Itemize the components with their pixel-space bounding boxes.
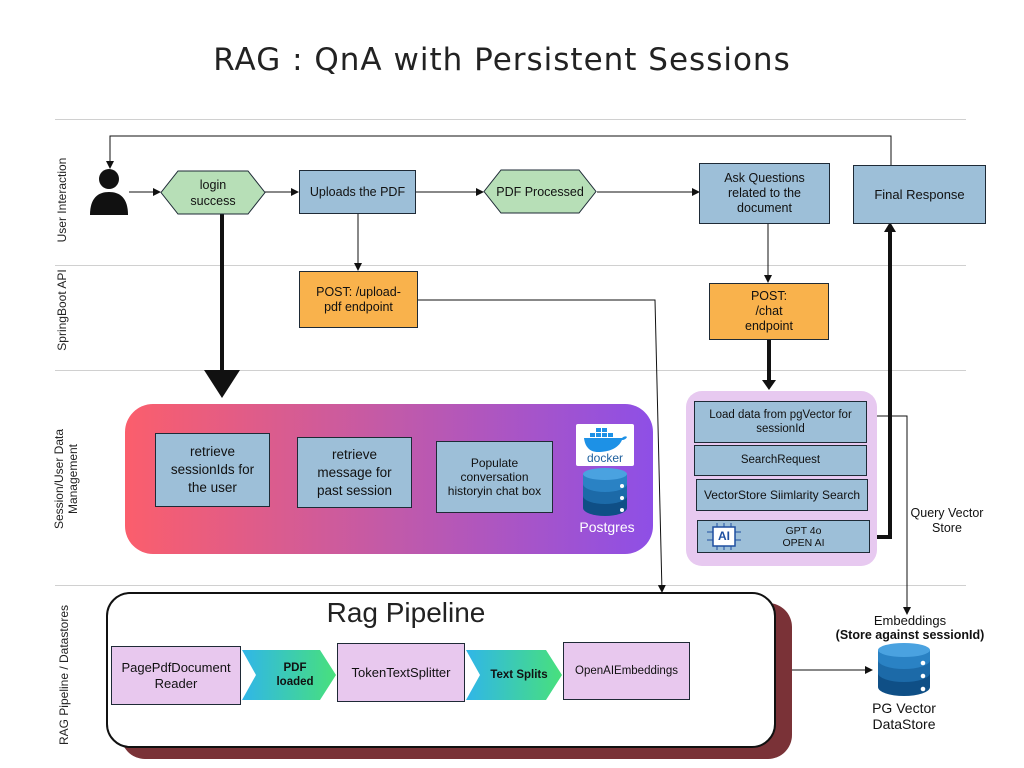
lane-divider — [55, 265, 966, 266]
retrieve-session-ids-label: retrieve sessionIds for the user — [170, 444, 255, 495]
retrieve-messages-node: retrieve message for past session — [297, 437, 412, 508]
upload-endpoint-node: POST: /upload-pdf endpoint — [299, 271, 418, 328]
text-splits-label: Text Splits — [490, 669, 548, 681]
final-response-label: Final Response — [874, 187, 965, 202]
pdf-loaded-arrow: PDF loaded — [242, 650, 336, 700]
load-data-label: Load data from pgVector for sessionId — [709, 409, 852, 435]
upload-pdf-node: Uploads the PDF — [299, 170, 416, 214]
embeddings-title: Embeddings — [873, 613, 947, 628]
login-success-node: login success — [160, 170, 266, 215]
similarity-search-node: VectorStore Siimlarity Search — [696, 479, 868, 511]
ai-badge-label: AI — [718, 529, 730, 543]
similarity-search-label: VectorStore Siimlarity Search — [703, 487, 861, 502]
token-splitter-node: TokenTextSplitter — [337, 643, 465, 702]
rag-pipeline-title: Rag Pipeline — [326, 597, 486, 628]
embeddings-subtitle: (Store against sessionId) — [835, 628, 985, 642]
docker-whale-icon — [584, 428, 627, 452]
postgres-db-icon — [583, 468, 627, 516]
docker-logo: docker — [576, 424, 634, 466]
text-splits-arrow: Text Splits — [466, 650, 562, 700]
pdf-reader-label: PagePdfDocument Reader — [121, 659, 231, 691]
gpt-model-label: GPT 4o — [785, 524, 822, 537]
chat-endpoint-label: POST: /chat endpoint — [745, 289, 793, 333]
embeddings-label: Embeddings (Store against sessionId) — [812, 613, 1008, 643]
pdf-reader-node: PagePdfDocument Reader — [111, 646, 241, 705]
load-data-node: Load data from pgVector for sessionId — [694, 401, 867, 443]
chat-endpoint-node: POST: /chat endpoint — [709, 283, 829, 340]
pdf-processed-label: PDF Processed — [496, 184, 584, 199]
lane-divider — [55, 119, 966, 120]
retrieve-messages-label: retrieve message for past session — [316, 446, 393, 498]
gpt-provider-label: OPEN AI — [782, 536, 825, 549]
search-request-node: SearchRequest — [694, 445, 867, 476]
openai-embeddings-label: OpenAIEmbeddings — [575, 664, 678, 677]
populate-history-label: Populate conversation historyin chat box — [447, 456, 542, 498]
ai-chip-icon: AI — [707, 523, 741, 550]
populate-history-node: Populate conversation historyin chat box — [436, 441, 553, 513]
pg-vector-db-icon — [878, 643, 930, 696]
upload-endpoint-label: POST: /upload-pdf endpoint — [316, 284, 401, 314]
pg-vector-label: PG Vector DataStore — [872, 700, 936, 732]
pdf-processed-node: PDF Processed — [483, 169, 597, 214]
search-request-label: SearchRequest — [740, 454, 821, 466]
lane-divider — [55, 585, 966, 586]
token-splitter-label: TokenTextSplitter — [351, 665, 451, 680]
user-icon — [90, 169, 128, 215]
postgres-label: Postgres — [579, 519, 635, 535]
upload-pdf-label: Uploads the PDF — [309, 184, 406, 199]
login-success-label: login success — [190, 177, 236, 208]
openai-embeddings-node: OpenAIEmbeddings — [563, 642, 690, 700]
ask-questions-label: Ask Questions related to the document — [724, 171, 805, 215]
docker-label: docker — [586, 451, 624, 465]
final-response-node: Final Response — [853, 165, 986, 224]
ai-chip-outline-icon — [707, 523, 741, 550]
lane-divider — [55, 370, 966, 371]
ask-questions-node: Ask Questions related to the document — [699, 163, 830, 224]
retrieve-session-ids-node: retrieve sessionIds for the user — [155, 433, 270, 507]
pdf-loaded-label: PDF loaded — [276, 662, 314, 688]
query-vector-store-label: Query Vector Store — [910, 506, 984, 535]
page-title: RAG : QnA with Persistent Sessions — [213, 42, 791, 78]
